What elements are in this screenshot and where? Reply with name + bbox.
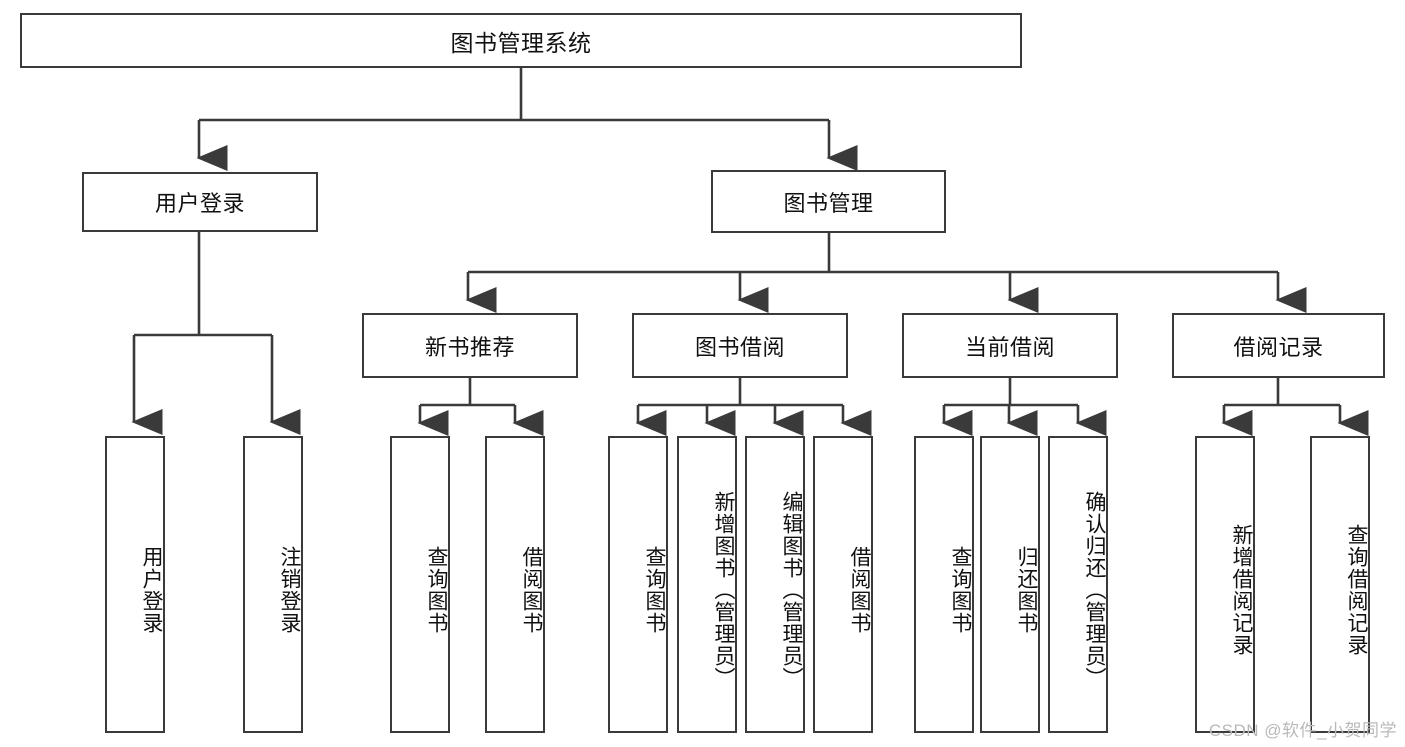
- leaf-recommend-query-book[interactable]: 查询图书: [390, 436, 450, 733]
- leaf-label: 查询借阅记录: [1345, 523, 1368, 656]
- node-user-login[interactable]: 用户登录: [82, 172, 318, 232]
- node-borrow-record[interactable]: 借阅记录: [1172, 313, 1385, 378]
- leaf-current-return-book[interactable]: 归还图书: [980, 436, 1040, 733]
- leaf-label: 借阅图书: [848, 545, 871, 634]
- node-book-management[interactable]: 图书管理: [711, 170, 946, 233]
- leaf-user-login-login[interactable]: 用户登录: [105, 436, 165, 733]
- leaf-label: 查询图书: [425, 545, 448, 634]
- leaf-label: 确认归还（管理员）: [1083, 490, 1106, 689]
- leaf-label: 新增借阅记录: [1230, 523, 1253, 656]
- node-root-system[interactable]: 图书管理系统: [20, 13, 1022, 68]
- leaf-label: 用户登录: [140, 545, 163, 634]
- leaf-recommend-borrow-book[interactable]: 借阅图书: [485, 436, 545, 733]
- leaf-label: 注销登录: [278, 545, 301, 634]
- leaf-borrow-borrow-book[interactable]: 借阅图书: [813, 436, 873, 733]
- leaf-label: 查询图书: [949, 545, 972, 634]
- leaf-label: 借阅图书: [520, 545, 543, 634]
- leaf-current-confirm-return[interactable]: 确认归还（管理员）: [1048, 436, 1108, 733]
- node-book-borrow[interactable]: 图书借阅: [632, 313, 848, 378]
- leaf-user-login-logout[interactable]: 注销登录: [243, 436, 303, 733]
- leaf-borrow-query-book[interactable]: 查询图书: [608, 436, 668, 733]
- watermark-text: CSDN @软件_小贺同学: [1208, 721, 1397, 740]
- leaf-label: 归还图书: [1015, 545, 1038, 634]
- leaf-label: 新增图书（管理员）: [712, 490, 735, 689]
- leaf-borrow-add-book[interactable]: 新增图书（管理员）: [677, 436, 737, 733]
- leaf-current-query-book[interactable]: 查询图书: [914, 436, 974, 733]
- node-new-book-recommend[interactable]: 新书推荐: [362, 313, 578, 378]
- leaf-record-add-record[interactable]: 新增借阅记录: [1195, 436, 1255, 733]
- node-current-borrow[interactable]: 当前借阅: [902, 313, 1118, 378]
- leaf-label: 编辑图书（管理员）: [780, 490, 803, 689]
- leaf-label: 查询图书: [643, 545, 666, 634]
- leaf-borrow-edit-book[interactable]: 编辑图书（管理员）: [745, 436, 805, 733]
- leaf-record-query-record[interactable]: 查询借阅记录: [1310, 436, 1370, 733]
